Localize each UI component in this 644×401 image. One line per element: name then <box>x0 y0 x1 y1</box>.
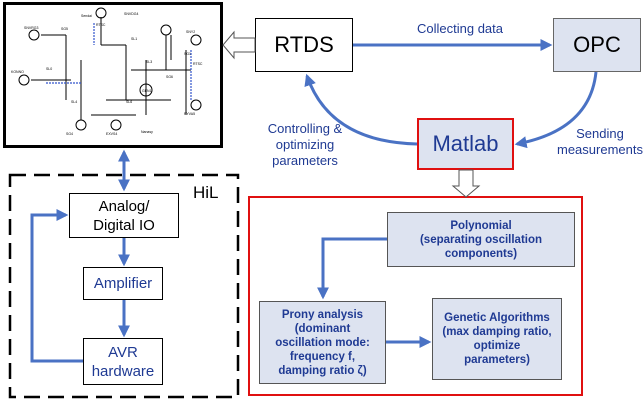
controlling-arrow <box>304 73 418 146</box>
avr-hardware-box: AVR hardware <box>83 338 163 385</box>
genetic-algorithms-box: Genetic Algorithms (max damping ratio, o… <box>432 298 562 380</box>
grid-label: SL1 <box>131 37 137 41</box>
grid-label: SNY2 <box>186 30 195 34</box>
grid-single-line-drawing: Sendai SNVDG4 SNVRG3 SG5 SL0 RTSC SNY2 K… <box>11 7 203 136</box>
grid-label: SNVRG3 <box>24 26 38 30</box>
sending-measurements-label: Sending measurements <box>557 126 643 157</box>
grid-label: RTSC <box>96 23 106 27</box>
matlab-box: Matlab <box>417 118 514 170</box>
matlab-to-processing-arrow <box>451 169 481 198</box>
grid-label: Nanasy <box>141 130 153 134</box>
analog-digital-io-box: Analog/ Digital IO <box>69 193 179 238</box>
prony-analysis-box: Prony analysis (dominant oscillation mod… <box>259 301 386 384</box>
hil-frame <box>8 173 240 399</box>
grid-label: SL6 <box>126 100 132 104</box>
grid-label: SG1 <box>184 52 191 56</box>
grid-label: SG5 <box>61 27 68 31</box>
grid-label: GEN1 <box>142 89 152 93</box>
grid-label: KONNO <box>11 70 24 74</box>
sending-arrow <box>514 71 598 149</box>
rtds-label: RTDS <box>274 32 334 57</box>
matlab-label: Matlab <box>432 131 499 156</box>
grid-label: RTSC <box>193 62 203 66</box>
polynomial-to-prony-arrow <box>317 237 387 300</box>
rtds-to-grid-arrow <box>222 30 256 60</box>
grid-label: SL3 <box>146 60 152 64</box>
opc-box: OPC <box>553 18 641 72</box>
rtds-box: RTDS <box>255 18 353 72</box>
avr-feedback-arrow <box>30 209 83 363</box>
collecting-data-label: Collecting data <box>417 21 503 36</box>
grid-label: SL4 <box>71 100 77 104</box>
hil-label: HiL <box>193 183 219 202</box>
grid-label: PYVA5 <box>184 112 195 116</box>
grid-label: SNVDG4 <box>124 12 138 16</box>
grid-label: SG4 <box>66 132 73 136</box>
grid-label: Sendai <box>81 14 92 18</box>
opc-label: OPC <box>573 32 621 57</box>
controlling-parameters-label: Controlling & optimizing parameters <box>267 121 343 168</box>
grid-label: SG6 <box>166 75 173 79</box>
power-grid-diagram: Sendai SNVDG4 SNVRG3 SG5 SL0 RTSC SNY2 K… <box>3 2 223 148</box>
polynomial-box: Polynomial (separating oscillation compo… <box>387 212 575 267</box>
amplifier-box: Amplifier <box>83 267 163 300</box>
grid-label: EXVS4 <box>106 132 117 136</box>
processing-frame <box>248 196 583 396</box>
grid-label: SL0 <box>46 67 52 71</box>
